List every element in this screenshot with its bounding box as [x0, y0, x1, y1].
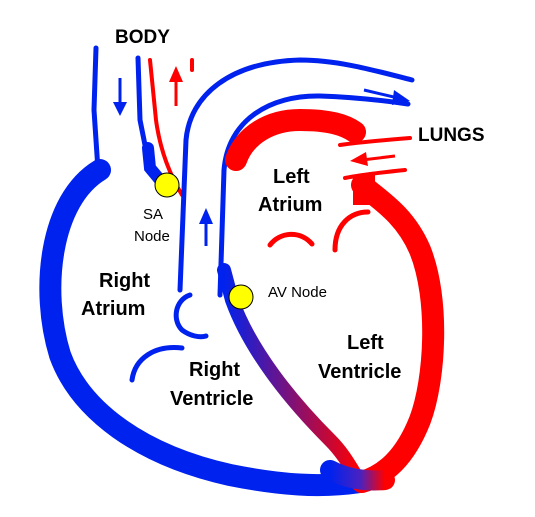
sa-region-wall	[142, 142, 166, 186]
pulmonary-artery-outer	[177, 57, 415, 293]
superior-vena-cava-outer	[91, 45, 101, 173]
tricuspid-valve-upper	[173, 292, 209, 340]
lungs-arrow-icon	[392, 90, 410, 105]
label-right-ventricle-1: Right	[189, 359, 240, 381]
mitral-valve-right	[332, 209, 371, 253]
label-left-atrium-2: Atrium	[258, 194, 322, 216]
up-arrow-red-icon	[169, 66, 183, 82]
pulmonary-vein-top	[338, 136, 412, 147]
pulmonary-artery-inner	[217, 93, 411, 298]
label-left-atrium-1: Left	[273, 166, 310, 188]
mitral-valve-left	[267, 231, 315, 248]
label-sa-node-1: SA	[143, 206, 163, 223]
pulmonary-vein-bottom	[343, 168, 407, 180]
sa-node-icon	[154, 172, 180, 198]
label-lungs: LUNGS	[418, 125, 485, 146]
label-right-ventricle-2: Ventricle	[170, 388, 253, 410]
lungs-arrow-shaft	[363, 88, 399, 100]
label-sa-node-2: Node	[134, 228, 170, 245]
label-right-atrium-1: Right	[99, 270, 150, 292]
av-node-icon	[228, 284, 254, 310]
up-arrow-blue-icon	[199, 208, 213, 224]
label-av-node: AV Node	[268, 284, 327, 301]
lungs-return-arrow-icon	[350, 152, 368, 166]
lungs-return-arrow-shaft	[361, 154, 396, 162]
label-body: BODY	[115, 27, 170, 48]
label-right-atrium-2: Atrium	[81, 298, 145, 320]
right-heart-outer-wall	[39, 159, 371, 497]
apex	[320, 460, 395, 491]
tricuspid-valve-lower	[129, 345, 185, 383]
label-left-ventricle-1: Left	[347, 332, 384, 354]
down-arrow-icon	[113, 102, 127, 116]
interventricular-septum	[217, 263, 367, 489]
label-left-ventricle-2: Ventricle	[318, 361, 401, 383]
left-atrium-top-wall	[225, 108, 366, 171]
left-heart-outer-wall	[351, 174, 445, 493]
